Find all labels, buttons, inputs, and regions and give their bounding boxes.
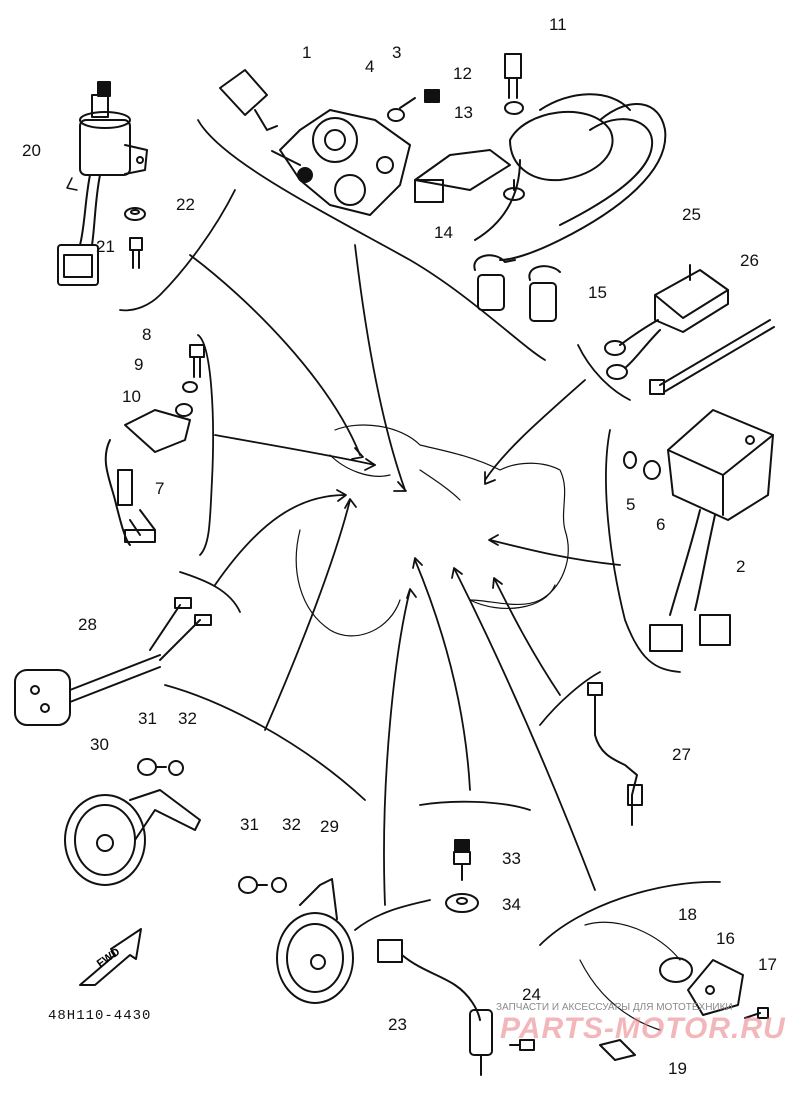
oil-switch-33[interactable] — [453, 839, 471, 881]
nut-32b[interactable] — [271, 877, 287, 893]
nut-32a[interactable] — [168, 760, 184, 776]
main-switch-part[interactable] — [57, 81, 148, 286]
label-part-30: 30 — [90, 735, 109, 754]
washer-9[interactable] — [182, 381, 198, 393]
pickup-coil-part[interactable] — [219, 69, 411, 216]
bolt-24[interactable] — [509, 1039, 535, 1051]
bolt-8[interactable] — [189, 344, 205, 378]
label-part-31b: 31 — [240, 815, 259, 834]
label-part-20: 20 — [22, 141, 41, 160]
bolt-31b[interactable] — [238, 876, 268, 894]
label-part-13: 13 — [454, 103, 473, 122]
label-part-15: 15 — [588, 283, 607, 302]
label-part-8: 8 — [142, 325, 152, 344]
label-part-23: 23 — [388, 1015, 407, 1034]
label-part-32a: 32 — [178, 709, 197, 728]
label-part-1: 1 — [302, 43, 312, 62]
plug-cap-15[interactable] — [473, 254, 561, 322]
bolt-21[interactable] — [129, 237, 143, 269]
group-brackets — [119, 119, 721, 946]
label-part-16: 16 — [716, 929, 735, 948]
label-part-18: 18 — [678, 905, 697, 924]
diagram-code: 48H110-4430 — [48, 1008, 152, 1024]
horn-29[interactable] — [276, 878, 354, 1004]
label-part-28: 28 — [78, 615, 97, 634]
ignitor-unit-2[interactable] — [649, 409, 774, 652]
fwd-arrow-icon — [79, 928, 142, 986]
leader-lines — [189, 244, 621, 906]
cable-tie-26[interactable] — [649, 319, 775, 395]
label-part-27: 27 — [672, 745, 691, 764]
label-part-25: 25 — [682, 205, 701, 224]
label-part-29: 29 — [320, 817, 339, 836]
gasket-34[interactable] — [445, 893, 479, 913]
label-part-11: 11 — [549, 15, 567, 34]
label-part-10: 10 — [122, 387, 141, 406]
watermark-logo: PARTS-MOTOR.RU — [500, 1012, 786, 1045]
washer-6[interactable] — [643, 460, 661, 480]
label-part-32b: 32 — [282, 815, 301, 834]
horn-30[interactable] — [64, 789, 201, 886]
neutral-switch-28[interactable] — [14, 597, 212, 726]
watermark-caption: ЗАПЧАСТИ И АКСЕССУАРЫ ДЛЯ МОТОТЕХНИКИ — [496, 1002, 733, 1013]
label-part-17: 17 — [758, 955, 777, 974]
ignition-coil-part[interactable] — [414, 53, 667, 261]
washer-5[interactable] — [623, 451, 637, 469]
relay-part-25[interactable] — [604, 264, 729, 380]
washer-4[interactable] — [387, 108, 405, 122]
speed-sensor-23[interactable] — [377, 939, 493, 1076]
label-part-19: 19 — [668, 1059, 687, 1078]
washer-22[interactable] — [124, 207, 146, 221]
crankcase-outline — [579, 921, 681, 1031]
label-part-14: 14 — [434, 223, 453, 242]
label-part-3: 3 — [392, 43, 402, 62]
label-part-9: 9 — [134, 355, 144, 374]
label-part-2: 2 — [736, 557, 746, 576]
label-part-7: 7 — [155, 479, 165, 498]
gasket-18[interactable] — [659, 957, 693, 983]
label-part-26: 26 — [740, 251, 759, 270]
label-part-34: 34 — [502, 895, 521, 914]
thermo-sensor-27[interactable] — [587, 682, 643, 826]
label-part-31a: 31 — [138, 709, 157, 728]
label-part-12: 12 — [453, 64, 472, 83]
label-part-22: 22 — [176, 195, 195, 214]
label-part-33: 33 — [502, 849, 521, 868]
washer-10[interactable] — [175, 403, 193, 417]
motorcycle-outline — [295, 424, 569, 637]
label-part-4: 4 — [365, 57, 375, 76]
sensor-plate-16[interactable] — [687, 959, 744, 1016]
label-part-24: 24 — [522, 985, 541, 1004]
label-part-5: 5 — [626, 495, 636, 514]
bolt-31a[interactable] — [137, 758, 167, 776]
screw-17[interactable] — [744, 1007, 769, 1019]
flasher-relay-7[interactable] — [104, 409, 191, 546]
label-part-6: 6 — [656, 515, 666, 534]
label-part-21: 21 — [96, 237, 115, 256]
bracket-19[interactable] — [599, 1039, 636, 1061]
screw-3[interactable] — [399, 89, 440, 109]
